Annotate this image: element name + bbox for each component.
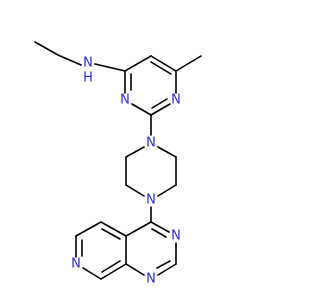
atom-piperazine-n-top: N: [146, 136, 156, 151]
bond-py-c4a-c5-double: [101, 228, 121, 240]
bond-pip-n-c3: [125, 184, 145, 197]
atom-pyridopyrimidine-n1: N: [146, 272, 156, 287]
bond-pp-c2-n1-double: [156, 260, 171, 269]
atom-pyrimidine-n3: N: [120, 93, 130, 108]
bond-py-c8-c8a-double: [101, 260, 121, 273]
bond-nh-c4: [94, 63, 126, 72]
bond-pip-n-c1: [157, 146, 177, 158]
atom-amine-h: H: [83, 71, 93, 86]
bond-c5-c6: [150, 55, 177, 72]
bond-n1-c2: [150, 103, 171, 116]
bond-c4-c5: [124, 55, 152, 72]
atom-amine-n: N: [83, 56, 93, 71]
bond-n1-c2-double: [151, 98, 168, 109]
atom-pyrimidine-n1: N: [171, 93, 181, 108]
molecule-svg: N H N N N N N N N: [34, 41, 202, 287]
bond-c6-methyl: [175, 55, 202, 72]
atom-pyridine-n: N: [71, 257, 81, 272]
bond-pp-c4-n3-double: [151, 228, 167, 238]
bond-pp-c4a-c4: [125, 221, 152, 237]
bond-pip-c2-n: [157, 184, 177, 197]
bond-py-n7-c8: [82, 267, 102, 280]
bond-c2-n3: [131, 103, 152, 116]
atom-pyridopyrimidine-n3: N: [171, 229, 181, 244]
atom-piperazine-n-bottom: N: [146, 193, 156, 208]
atom-label-layer: N H N N N N N N N: [71, 56, 181, 287]
bond-py-c8-c8a: [100, 263, 127, 280]
bond-pp-c4-n3: [150, 221, 170, 233]
bond-ethyl-ch3-ch2: [34, 41, 59, 56]
molecule-structure-diagram: N H N N N N N N N: [34, 41, 202, 287]
bond-ethyl-ch2-nh: [57, 54, 82, 66]
bond-layer: [34, 41, 202, 280]
bond-pp-c2-n1: [157, 263, 177, 276]
bond-pip-c4-n: [125, 146, 145, 158]
bond-c5-c6-double: [150, 61, 172, 75]
bond-py-c4a-c5: [100, 221, 127, 237]
bond-py-c5-c6: [75, 221, 102, 237]
bond-pp-n1-c8a: [125, 263, 145, 276]
